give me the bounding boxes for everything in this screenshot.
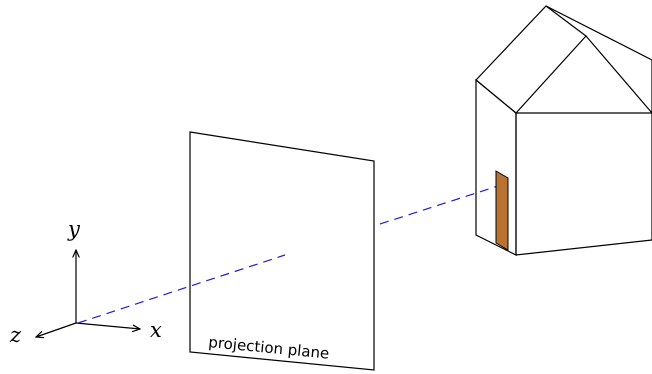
x-axis-label: x bbox=[150, 318, 162, 342]
house-door bbox=[495, 170, 509, 251]
sight-line-front-segment bbox=[77, 254, 286, 324]
projection-plane: projection plane bbox=[189, 131, 375, 371]
house-roof bbox=[475, 5, 652, 114]
z-axis bbox=[36, 322, 77, 337]
sight-line-back-segment bbox=[379, 185, 499, 225]
projection-plane-outline bbox=[189, 131, 375, 371]
house-roof-ridge bbox=[545, 5, 587, 37]
house bbox=[475, 5, 652, 256]
z-axis-label: z bbox=[9, 323, 22, 347]
line-of-sight bbox=[77, 185, 499, 324]
house-side-wall bbox=[515, 112, 652, 256]
coordinate-axes: y x z bbox=[9, 217, 162, 347]
x-axis bbox=[75, 322, 140, 329]
projection-plane-label: projection plane bbox=[208, 333, 330, 363]
y-axis-label: y bbox=[67, 217, 81, 241]
